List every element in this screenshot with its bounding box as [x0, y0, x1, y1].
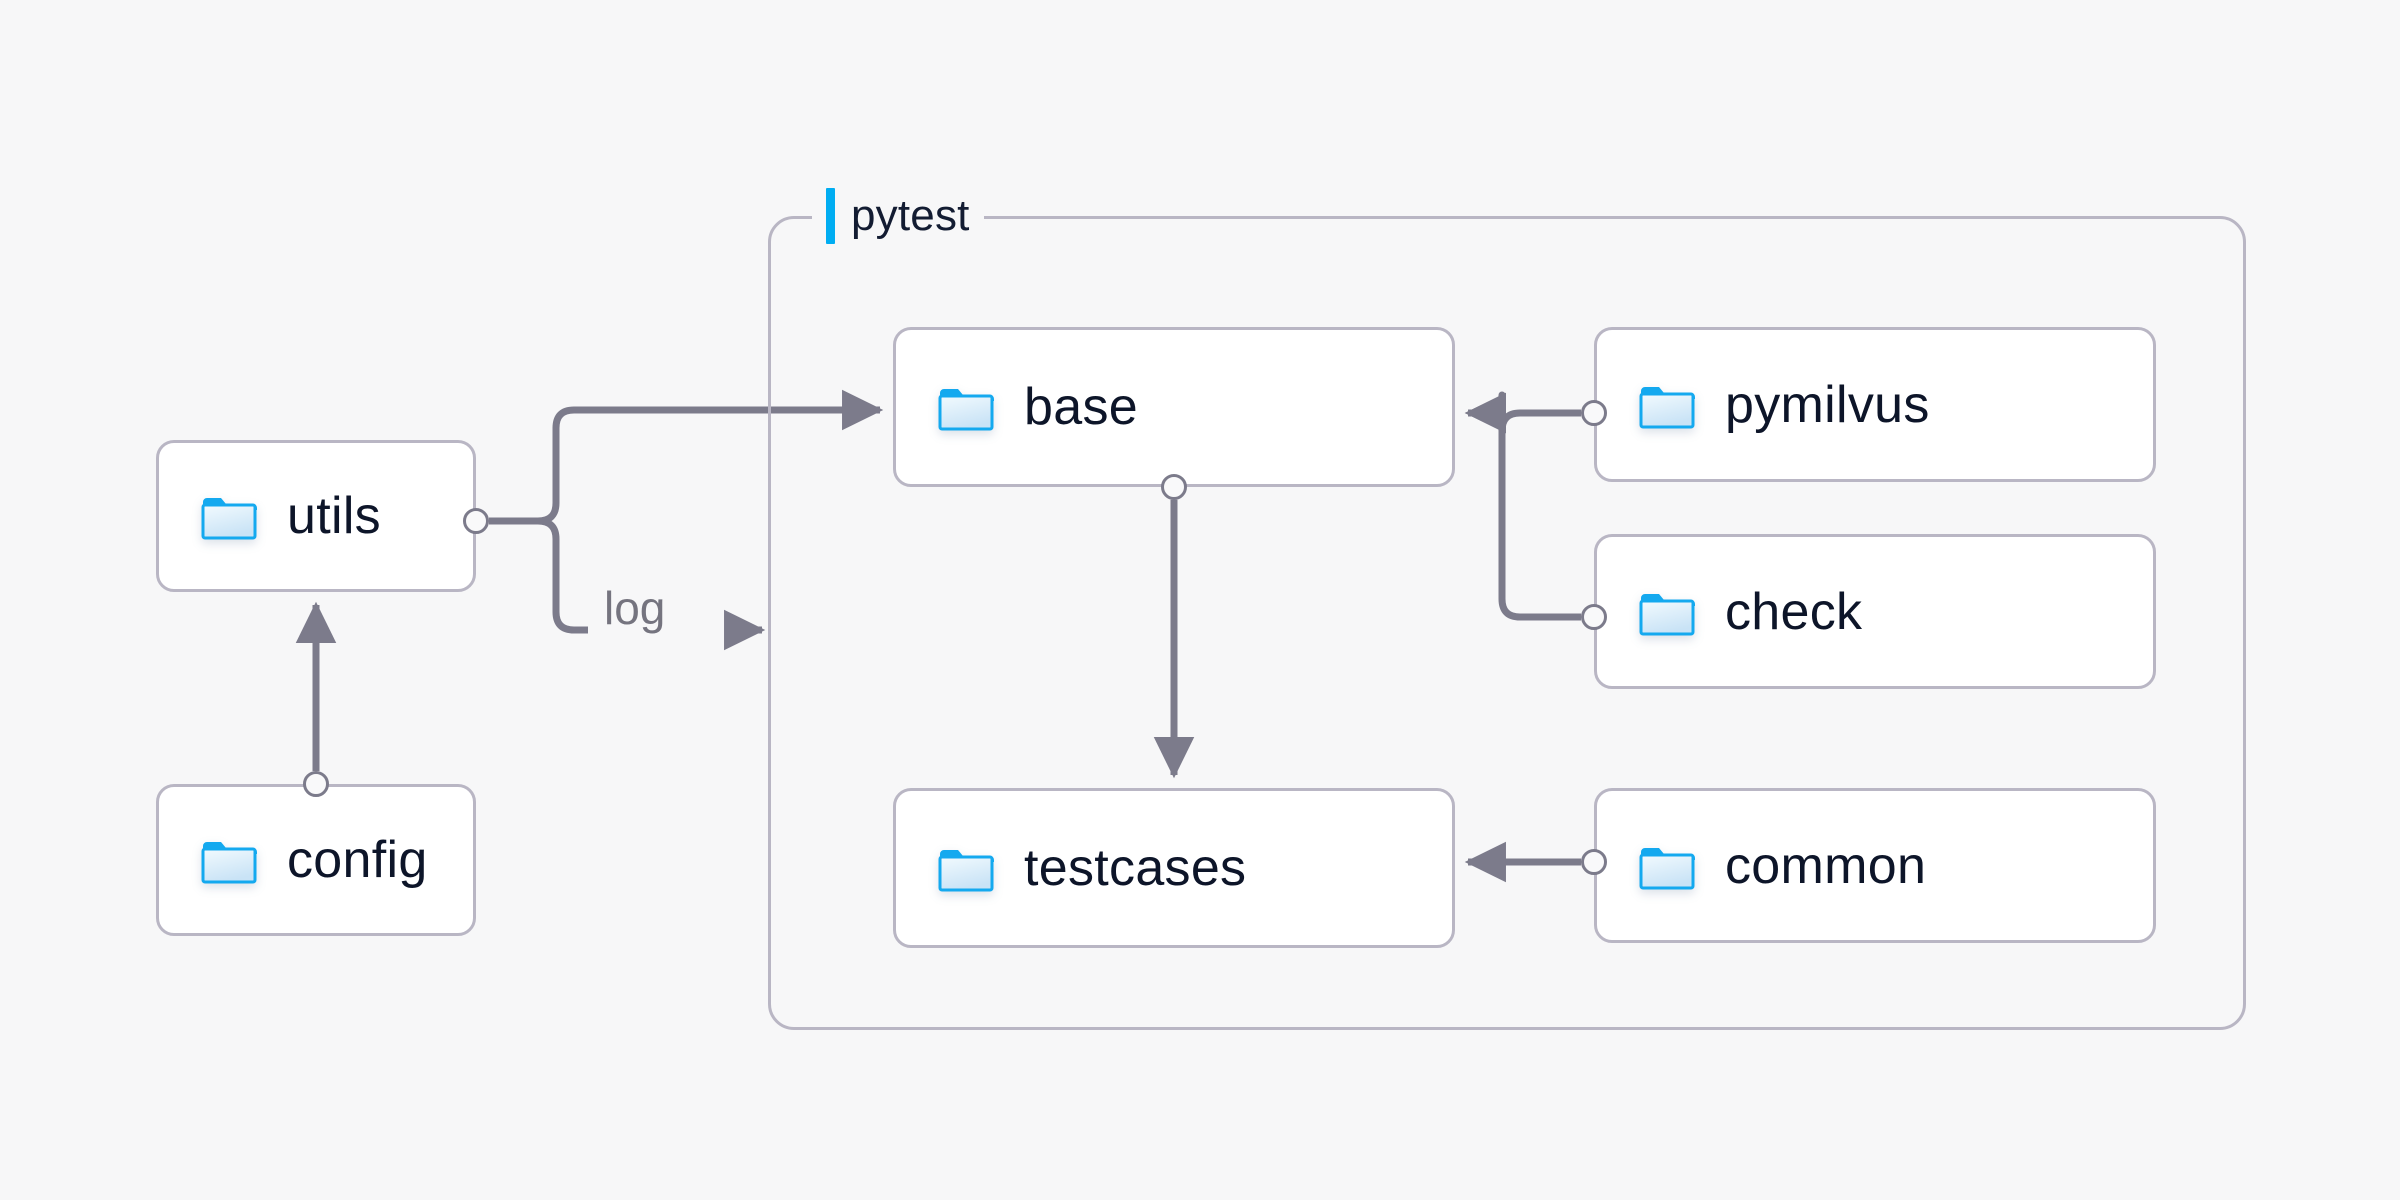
edge-utils-log [537, 517, 588, 634]
folder-icon [938, 850, 994, 892]
port-base-bottom[interactable] [1161, 474, 1187, 500]
folder-icon [1639, 386, 1695, 428]
node-testcases[interactable]: testcases [893, 788, 1455, 948]
edge-label-log: log [604, 582, 666, 634]
folder-icon [1639, 593, 1695, 635]
folder-icon [201, 842, 257, 884]
group-accent-bar-icon [826, 188, 835, 244]
node-label: testcases [1024, 839, 1247, 897]
group-label-text: pytest [851, 191, 970, 240]
node-label: pymilvus [1725, 375, 1930, 434]
port-utils-right[interactable] [463, 508, 489, 534]
group-label-pytest[interactable]: pytest [812, 186, 984, 246]
node-utils[interactable]: utils [156, 440, 476, 592]
group-container-pytest[interactable] [768, 216, 2246, 1030]
node-label: base [1024, 378, 1138, 436]
port-common-left[interactable] [1581, 849, 1607, 875]
node-label: common [1725, 836, 1927, 895]
node-label: check [1725, 582, 1863, 641]
node-common[interactable]: common [1594, 788, 2156, 943]
node-pymilvus[interactable]: pymilvus [1594, 327, 2156, 482]
port-check-left[interactable] [1581, 604, 1607, 630]
port-config-top[interactable] [303, 771, 329, 797]
node-label: utils [287, 487, 381, 545]
node-base[interactable]: base [893, 327, 1455, 487]
node-config[interactable]: config [156, 784, 476, 936]
port-pymilvus-left[interactable] [1581, 400, 1607, 426]
node-check[interactable]: check [1594, 534, 2156, 689]
folder-icon [201, 498, 257, 540]
folder-icon [1639, 847, 1695, 889]
folder-icon [938, 389, 994, 431]
node-label: config [287, 831, 428, 889]
